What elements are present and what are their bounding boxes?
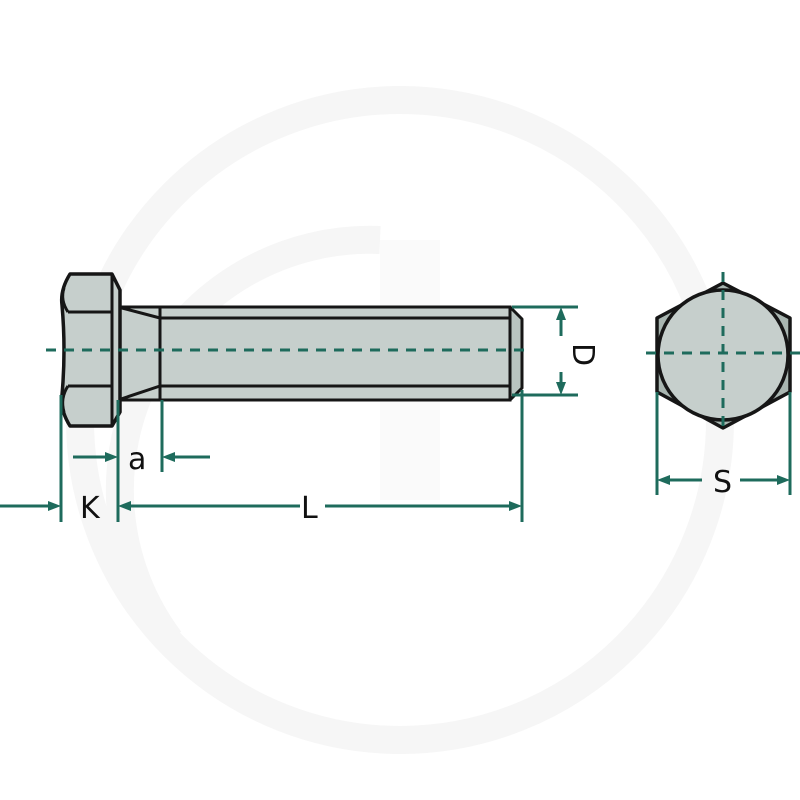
dimension-l [325,501,522,511]
dimension-a [73,452,210,462]
label-k: K [80,491,101,526]
bolt-shank [116,305,512,402]
label-l: L [301,491,318,526]
watermark-logo [66,86,734,754]
dimension-d [556,307,566,395]
label-s: S [713,465,732,500]
bolt-side-view [46,272,530,428]
dimension-k [0,501,300,511]
bolt-end-view [646,272,800,432]
thread-end-chamfer [508,305,524,402]
label-d: D [565,343,600,366]
side-dimensions [0,305,578,522]
label-a: a [128,442,146,477]
dimension-s [655,392,792,495]
